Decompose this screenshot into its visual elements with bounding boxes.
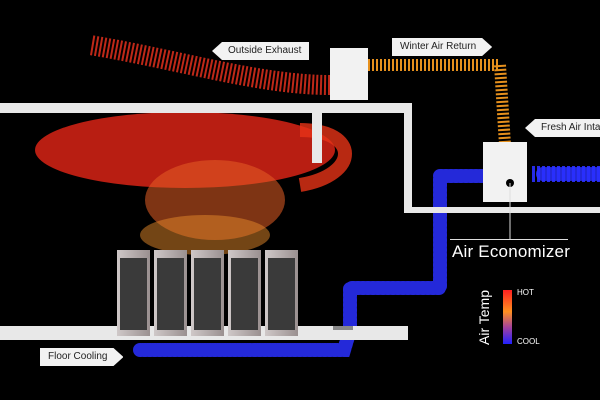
floor-cooling-label: Floor Cooling	[40, 348, 123, 366]
legend-cool-label: COOL	[517, 337, 540, 346]
server-rack	[117, 250, 150, 336]
server-rack	[191, 250, 224, 336]
legend-title: Air Temp	[476, 290, 492, 345]
temperature-gradient-bar	[503, 290, 512, 344]
server-racks	[117, 250, 298, 336]
air-economizer-label: Air Economizer	[452, 242, 571, 261]
hot-air-plume	[35, 112, 352, 255]
outside-exhaust-label: Outside Exhaust	[212, 42, 310, 60]
duct-structure	[0, 48, 600, 340]
air-economizer-underline	[450, 239, 568, 240]
fresh-air-intake-label: Fresh Air Intake	[525, 119, 600, 137]
winter-air-return-label: Winter Air Return	[392, 38, 492, 56]
legend-hot-label: HOT	[517, 288, 534, 297]
server-rack	[154, 250, 187, 336]
server-rack	[265, 250, 298, 336]
server-rack	[228, 250, 261, 336]
winter-return-flow	[368, 59, 511, 146]
exhaust-flow	[88, 35, 331, 95]
